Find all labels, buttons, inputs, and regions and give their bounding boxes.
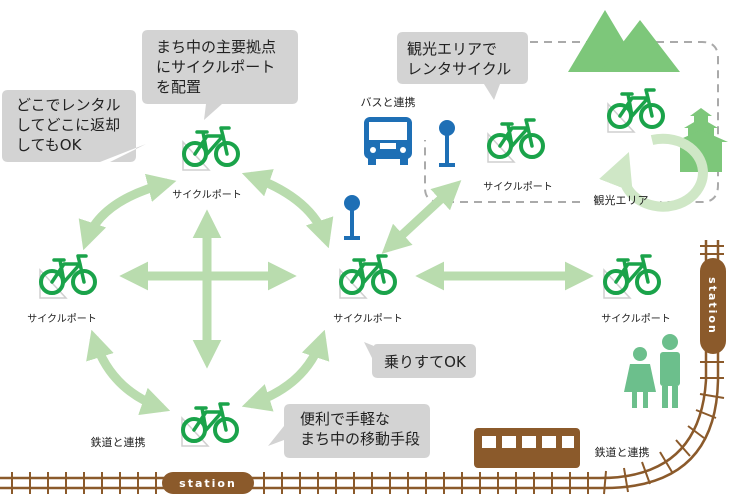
svg-text:にサイクルポート: にサイクルポート xyxy=(156,58,275,76)
connection-arrows xyxy=(78,169,594,416)
svg-text:してもOK: してもOK xyxy=(16,136,83,154)
port-label-tourism: サイクルポート xyxy=(483,181,553,193)
callout-center: 乗りすてOK xyxy=(364,342,476,378)
callout-top-center: まち中の主要拠点 にサイクルポート を配置 xyxy=(142,30,298,120)
port-label-top: サイクルポート xyxy=(172,189,242,201)
callout-top-left: どこでレンタル してどこに返却 してもOK xyxy=(2,90,146,162)
svg-text:まち中の主要拠点: まち中の主要拠点 xyxy=(156,38,276,56)
tourism-area-label: 観光エリア xyxy=(594,193,649,207)
train-icon xyxy=(474,428,580,468)
station-sign-bottom: station xyxy=(162,472,254,494)
bus-stop-icon-center xyxy=(344,195,360,240)
bicycle-icon-center xyxy=(338,254,397,300)
svg-text:便利で手軽な: 便利で手軽な xyxy=(300,410,390,428)
callout-tourism: 観光エリアで レンタサイクル xyxy=(397,32,528,100)
svg-text:station: station xyxy=(706,277,719,335)
callout-bottom: 便利で手軽な まち中の移動手段 xyxy=(268,404,430,458)
svg-text:まち中の移動手段: まち中の移動手段 xyxy=(300,430,420,448)
port-label-right: サイクルポート xyxy=(601,313,671,325)
bicycle-icon-right xyxy=(602,254,661,300)
svg-text:観光エリアで: 観光エリアで xyxy=(407,40,497,58)
rail-link-label-left: 鉄道と連携 xyxy=(91,435,146,449)
bus-link-label: バスと連携 xyxy=(361,95,416,109)
svg-text:どこでレンタル: どこでレンタル xyxy=(16,96,121,114)
bus-icon xyxy=(364,117,412,165)
svg-text:station: station xyxy=(179,477,237,490)
port-label-left: サイクルポート xyxy=(27,313,97,325)
tourism-loop-arrow xyxy=(599,133,708,212)
railway-track xyxy=(0,240,725,495)
bicycle-icon-bottom xyxy=(180,402,239,448)
station-sign-right: station xyxy=(700,258,726,354)
bus-stop-icon xyxy=(439,120,455,167)
svg-text:乗りすてOK: 乗りすてOK xyxy=(384,353,467,371)
tourism-bicycle-icon xyxy=(606,88,665,134)
rail-link-label-right: 鉄道と連携 xyxy=(595,445,650,459)
bicycle-icon-left xyxy=(38,254,97,300)
svg-text:を配置: を配置 xyxy=(156,78,201,96)
bicycle-icon-top xyxy=(181,126,240,172)
bicycle-icon-tourism xyxy=(486,118,545,164)
people-icon xyxy=(624,334,680,408)
port-label-center: サイクルポート xyxy=(333,313,403,325)
svg-text:レンタサイクル: レンタサイクル xyxy=(407,60,511,78)
svg-text:してどこに返却: してどこに返却 xyxy=(16,116,120,134)
mountain-icon xyxy=(568,10,680,72)
